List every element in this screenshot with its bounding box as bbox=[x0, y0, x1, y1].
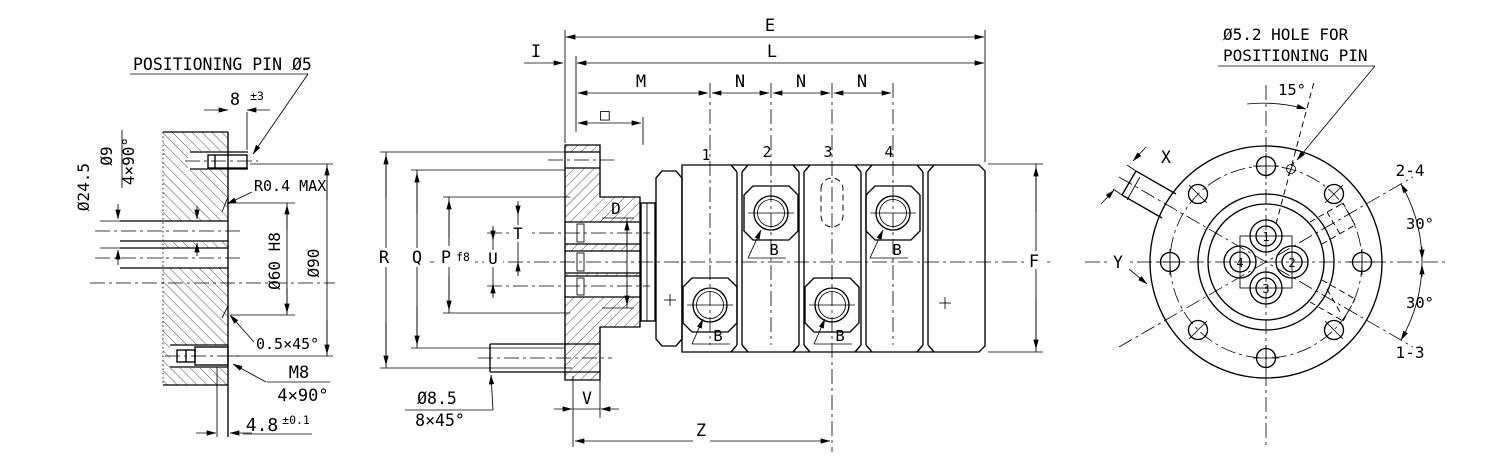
left-view-dimensions bbox=[100, 73, 333, 436]
port-2-callout: 2 bbox=[762, 143, 771, 161]
dim-n1-label: N bbox=[735, 72, 745, 92]
m8-label: M8 bbox=[289, 363, 309, 383]
bolt-holes bbox=[1157, 153, 1375, 371]
bore-bottom-chamfer bbox=[221, 305, 229, 319]
positioning-pin-hole bbox=[1286, 164, 1296, 174]
port-b-label-4: B bbox=[835, 327, 844, 345]
dim-y-label: Y bbox=[1113, 253, 1123, 272]
dim-n2-label: N bbox=[796, 72, 806, 92]
plate-port-channels bbox=[95, 220, 240, 269]
positioning-pin-note: POSITIONING PIN Ø5 bbox=[133, 55, 312, 74]
end-port-4: 4 bbox=[1236, 256, 1243, 270]
end-view-centerlines bbox=[1085, 81, 1447, 445]
dim-x-label: X bbox=[1161, 148, 1171, 167]
tol-8-label: ±3 bbox=[250, 89, 264, 103]
dim-d245-label: Ø24.5 bbox=[74, 163, 93, 211]
dim-8-label: 8 bbox=[230, 90, 240, 110]
port-3-callout: 3 bbox=[823, 143, 832, 161]
side-port-pipe bbox=[1121, 170, 1177, 219]
dim-p-fit-label: f8 bbox=[456, 250, 470, 264]
dim-square-label: □ bbox=[600, 105, 610, 124]
port-4-callout: 4 bbox=[884, 143, 893, 161]
dim-e-label: E bbox=[765, 16, 775, 36]
dim-m-label: M bbox=[636, 72, 646, 92]
port-b-label-2: B bbox=[892, 241, 901, 259]
dim-n3-label: N bbox=[857, 72, 867, 92]
hidden-side-ports bbox=[1309, 202, 1356, 322]
dim-v-label: V bbox=[582, 389, 592, 408]
dim-t-label: T bbox=[513, 224, 523, 243]
dim-d60-label: Ø60 H8 bbox=[265, 232, 284, 290]
port-b-label-3: B bbox=[713, 327, 722, 345]
tol-48-label: ±0.1 bbox=[282, 413, 310, 427]
r04-note: R0.4 MAX bbox=[254, 177, 326, 195]
middle-view-section: E L I M N N N □ 1 2 3 4 B B B B R Q P f8… bbox=[374, 16, 1050, 452]
rotor-body bbox=[655, 164, 986, 353]
dim-d9-qty-label: 4×90° bbox=[119, 137, 138, 185]
dim-d85-label: Ø8.5 bbox=[417, 389, 457, 408]
center-marks bbox=[664, 294, 951, 309]
port-bosses bbox=[682, 185, 921, 333]
dim-l-label: L bbox=[767, 42, 777, 62]
dim-d9-label: Ø9 bbox=[97, 146, 116, 165]
mounting-flange bbox=[564, 144, 641, 381]
m8-screw bbox=[165, 344, 240, 368]
dim-30-upper-label: 30° bbox=[1406, 215, 1434, 233]
dim-q-label: Q bbox=[412, 248, 422, 268]
label-ports-13: 1-3 bbox=[1396, 343, 1425, 362]
end-port-2: 2 bbox=[1288, 256, 1295, 270]
middle-centerlines bbox=[430, 83, 1050, 452]
dim-u-label: U bbox=[488, 249, 498, 268]
dim-48-label: 4.8 bbox=[246, 415, 279, 436]
dim-ch85-label: 8×45° bbox=[415, 411, 465, 430]
dim-z-label: Z bbox=[696, 421, 706, 441]
chamfer-note: 0.5×45° bbox=[256, 335, 319, 353]
dim-r-label: R bbox=[379, 248, 390, 268]
hole-note-line2: POSITIONING PIN bbox=[1223, 46, 1368, 65]
right-view-dimensions bbox=[1100, 65, 1425, 341]
plate-hatching bbox=[118, 132, 248, 385]
port-b-label-1: B bbox=[769, 241, 778, 259]
m8-qty-label: 4×90° bbox=[277, 386, 328, 406]
dim-i-label: I bbox=[531, 42, 541, 62]
left-view-mating-plate-section: POSITIONING PIN Ø5 8 ±3 Ø9 4×90° Ø24.5 R… bbox=[74, 55, 335, 437]
plate-outline bbox=[162, 131, 229, 437]
center-ports bbox=[1223, 219, 1309, 305]
label-ports-24: 2-4 bbox=[1396, 161, 1425, 180]
positioning-pin bbox=[185, 151, 258, 170]
middle-view-dimensions bbox=[380, 30, 1043, 447]
dim-f-label: F bbox=[1029, 252, 1039, 272]
lower-shaft-pipe bbox=[478, 343, 612, 373]
hidden-slot bbox=[820, 177, 844, 228]
dim-d90-label: Ø90 bbox=[304, 249, 323, 278]
dim-p-label: P bbox=[441, 248, 451, 268]
end-port-3: 3 bbox=[1262, 282, 1269, 296]
hole-note-line1: Ø5.2 HOLE FOR bbox=[1223, 25, 1349, 44]
port-1-callout: 1 bbox=[701, 146, 710, 164]
dim-d-label: D bbox=[611, 199, 621, 218]
end-port-1: 1 bbox=[1262, 230, 1269, 244]
right-view-flange-end: Ø5.2 HOLE FOR POSITIONING PIN 15° X Y 2-… bbox=[1085, 25, 1447, 445]
dim-30-lower-label: 30° bbox=[1406, 294, 1434, 312]
dim-15-label: 15° bbox=[1278, 81, 1306, 99]
ring-grooves bbox=[730, 164, 935, 353]
